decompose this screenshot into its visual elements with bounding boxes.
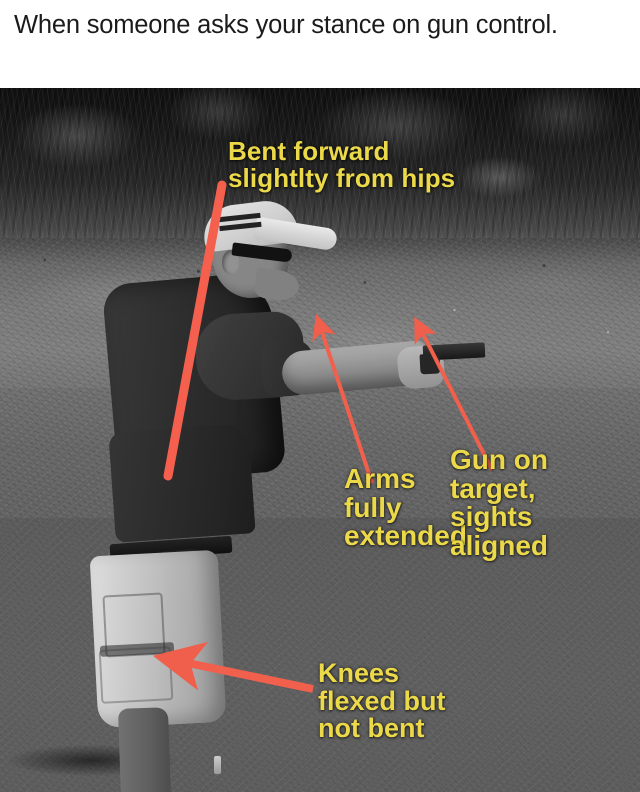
range-photograph bbox=[0, 88, 640, 792]
caption-bar: When someone asks your stance on gun con… bbox=[0, 0, 640, 88]
ground-shadow bbox=[0, 728, 230, 782]
lower-torso bbox=[108, 423, 256, 543]
caption-text: When someone asks your stance on gun con… bbox=[14, 11, 558, 39]
shorts-pocket-lower bbox=[98, 646, 174, 704]
ear bbox=[222, 250, 240, 274]
pistol-grip bbox=[419, 353, 441, 375]
shooter-figure bbox=[0, 88, 640, 792]
shell-casing bbox=[214, 756, 221, 774]
background-vegetation bbox=[0, 88, 640, 260]
leg bbox=[117, 707, 173, 792]
